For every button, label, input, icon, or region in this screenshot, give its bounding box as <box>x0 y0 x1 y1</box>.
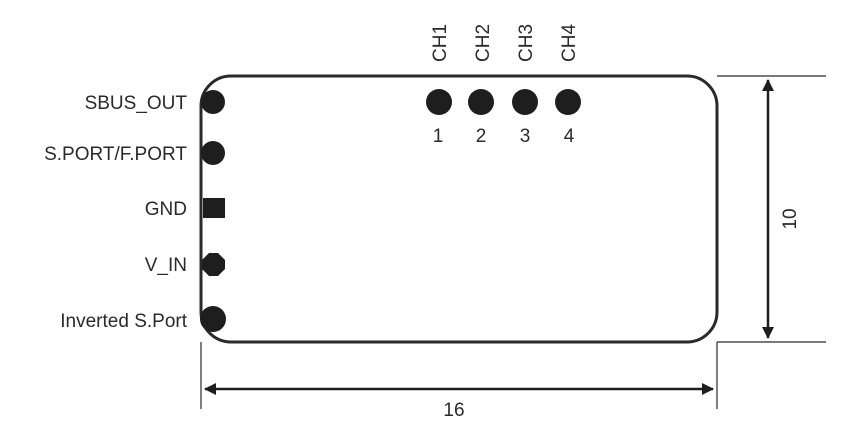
height-dimension-label: 10 <box>780 208 801 229</box>
channel-name-4: CH4 <box>559 24 580 62</box>
board-outline <box>199 74 719 344</box>
pin-label-sport-fport: S.PORT/F.PORT <box>44 144 187 165</box>
channel-name-2: CH2 <box>473 24 494 62</box>
channel-name-1: CH1 <box>430 24 451 62</box>
channel-pad-2 <box>468 89 494 115</box>
channel-pad-1 <box>426 89 452 115</box>
channel-number-4: 4 <box>564 126 575 147</box>
channel-number-3: 3 <box>520 126 531 147</box>
width-dimension-label: 16 <box>443 400 464 421</box>
pin-label-gnd: GND <box>145 199 187 220</box>
pin-label-inverted-sport: Inverted S.Port <box>60 311 187 332</box>
channel-name-3: CH3 <box>516 24 537 62</box>
pin-pad-inverted-sport <box>200 306 226 332</box>
channel-pad-4 <box>555 89 581 115</box>
channel-number-2: 2 <box>476 126 487 147</box>
pin-label-v-in: V_IN <box>145 255 187 276</box>
channel-pad-3 <box>512 89 538 115</box>
pin-pad-sbus-out <box>201 90 225 114</box>
channel-number-1: 1 <box>433 126 444 147</box>
pin-pad-gnd <box>203 198 225 218</box>
pin-label-sbus-out: SBUS_OUT <box>85 93 188 114</box>
pin-pad-sport-fport <box>201 141 225 165</box>
pin-pad-v-in <box>202 253 225 276</box>
